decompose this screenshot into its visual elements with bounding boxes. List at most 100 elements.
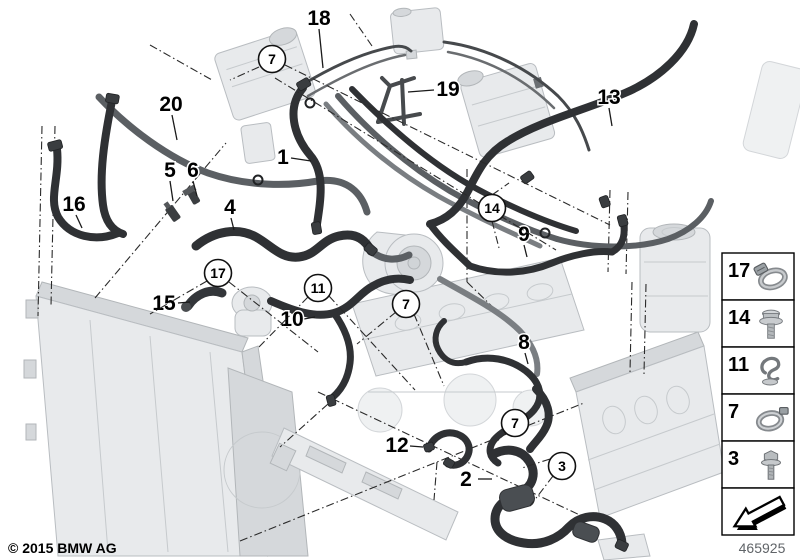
callout-7[interactable]: 7: [511, 415, 519, 431]
leader-line: [192, 180, 198, 197]
callout-7[interactable]: 7: [268, 51, 276, 67]
clamp-ring: [252, 174, 264, 186]
hose-coupling: [499, 484, 600, 543]
callout-10[interactable]: 10: [279, 307, 305, 333]
coolant-hoses: [47, 20, 714, 552]
charge-air-cooler-left: [214, 27, 316, 121]
leader-line: [284, 64, 611, 226]
hose-13: [426, 20, 698, 228]
radiator-bracket: [23, 359, 37, 379]
hose-8: [462, 354, 544, 467]
callout-circle-14[interactable]: [477, 193, 507, 223]
belt-drive-front: [357, 373, 550, 433]
callout-17[interactable]: 17: [210, 265, 226, 281]
clamp-ring: [539, 227, 551, 239]
intake-manifold: [351, 257, 585, 377]
background-component: [742, 60, 800, 160]
legend-label-17: 17: [728, 260, 750, 282]
small-reservoir: [240, 122, 276, 164]
legend-column: 17 14 11 7 3: [721, 252, 795, 536]
callout-9[interactable]: 9: [517, 222, 532, 248]
callout-circle-7[interactable]: [500, 408, 530, 438]
radiator: [23, 281, 309, 558]
callout-16[interactable]: 16: [61, 192, 87, 218]
callout-11[interactable]: 11: [311, 280, 326, 296]
leader-line: [524, 352, 529, 365]
hose-20: [95, 93, 371, 216]
leader-line: [407, 89, 435, 93]
leader-line: [521, 458, 551, 469]
leader-line: [494, 431, 508, 444]
radiator-bracket: [25, 299, 39, 319]
legend-label-11: 11: [728, 354, 749, 376]
leader-line: [491, 220, 500, 249]
legend-cell-17[interactable]: [721, 252, 795, 301]
leader-line: [75, 214, 83, 229]
legend-cell-11[interactable]: [721, 346, 795, 395]
coolant-pipe-18: [300, 44, 413, 87]
callout-circle-7[interactable]: [257, 44, 287, 74]
sensor-6: [182, 184, 201, 205]
callout-14[interactable]: 14: [484, 200, 500, 216]
leader-line: [228, 281, 319, 353]
copyright-text: © 2015 BMW AG: [8, 540, 117, 556]
callout-19[interactable]: 19: [435, 77, 461, 103]
legend-label-14: 14: [728, 307, 751, 329]
leader-line: [413, 313, 445, 387]
callout-circle-3[interactable]: [547, 451, 577, 481]
expansion-tank-right: [639, 223, 711, 333]
hose-12: [425, 429, 473, 469]
leader-line: [169, 180, 174, 202]
legend-label-3: 3: [728, 448, 739, 470]
fan-shroud: [227, 367, 309, 557]
leader-line: [274, 77, 557, 251]
leader-line: [409, 445, 424, 448]
leader-line: [328, 295, 416, 391]
leader-line: [318, 28, 324, 69]
elbow-15: [181, 286, 227, 312]
hose-10: [267, 274, 414, 319]
callout-circle-17[interactable]: [203, 258, 233, 288]
callout-2[interactable]: 2: [459, 467, 474, 493]
callout-4[interactable]: 4: [223, 195, 238, 221]
callout-15[interactable]: 15: [151, 291, 178, 317]
callout-8[interactable]: 8: [517, 330, 532, 356]
callout-circle-7[interactable]: [391, 289, 421, 319]
leader-line: [171, 114, 178, 141]
hose-16: [49, 145, 122, 242]
leader-line: [356, 311, 397, 345]
callout-6[interactable]: 6: [186, 158, 201, 184]
callout-20[interactable]: 20: [158, 92, 184, 118]
leader-line: [523, 244, 528, 258]
leader-line: [529, 475, 554, 507]
hose-bundle-1: [335, 93, 560, 242]
callout-5[interactable]: 5: [163, 158, 178, 184]
leader-line: [149, 280, 208, 315]
sensor-5: [163, 201, 181, 222]
leader-line: [177, 301, 191, 304]
legend-label-7: 7: [728, 401, 739, 423]
front-crossmember: [269, 427, 459, 541]
hose-9: [466, 248, 616, 276]
hose-4: [191, 227, 376, 262]
legend-cell-3[interactable]: [721, 440, 795, 489]
callout-3[interactable]: 3: [558, 458, 566, 474]
diagram-number: 465925: [739, 540, 786, 556]
callout-12[interactable]: 12: [384, 433, 410, 459]
callout-1[interactable]: 1: [276, 145, 291, 171]
radiator-bracket: [25, 423, 37, 441]
clamp-ring: [304, 97, 316, 109]
callout-7[interactable]: 7: [402, 296, 410, 312]
expansion-tank-top: [390, 7, 445, 60]
legend-cell-14[interactable]: [721, 299, 795, 348]
leader-line: [257, 296, 309, 349]
callout-13[interactable]: 13: [596, 85, 622, 111]
cylinder-head: [569, 331, 725, 519]
thermostat-housing: [231, 286, 273, 337]
callout-18[interactable]: 18: [306, 6, 333, 32]
leader-line: [230, 217, 235, 231]
callout-circle-11[interactable]: [303, 273, 333, 303]
